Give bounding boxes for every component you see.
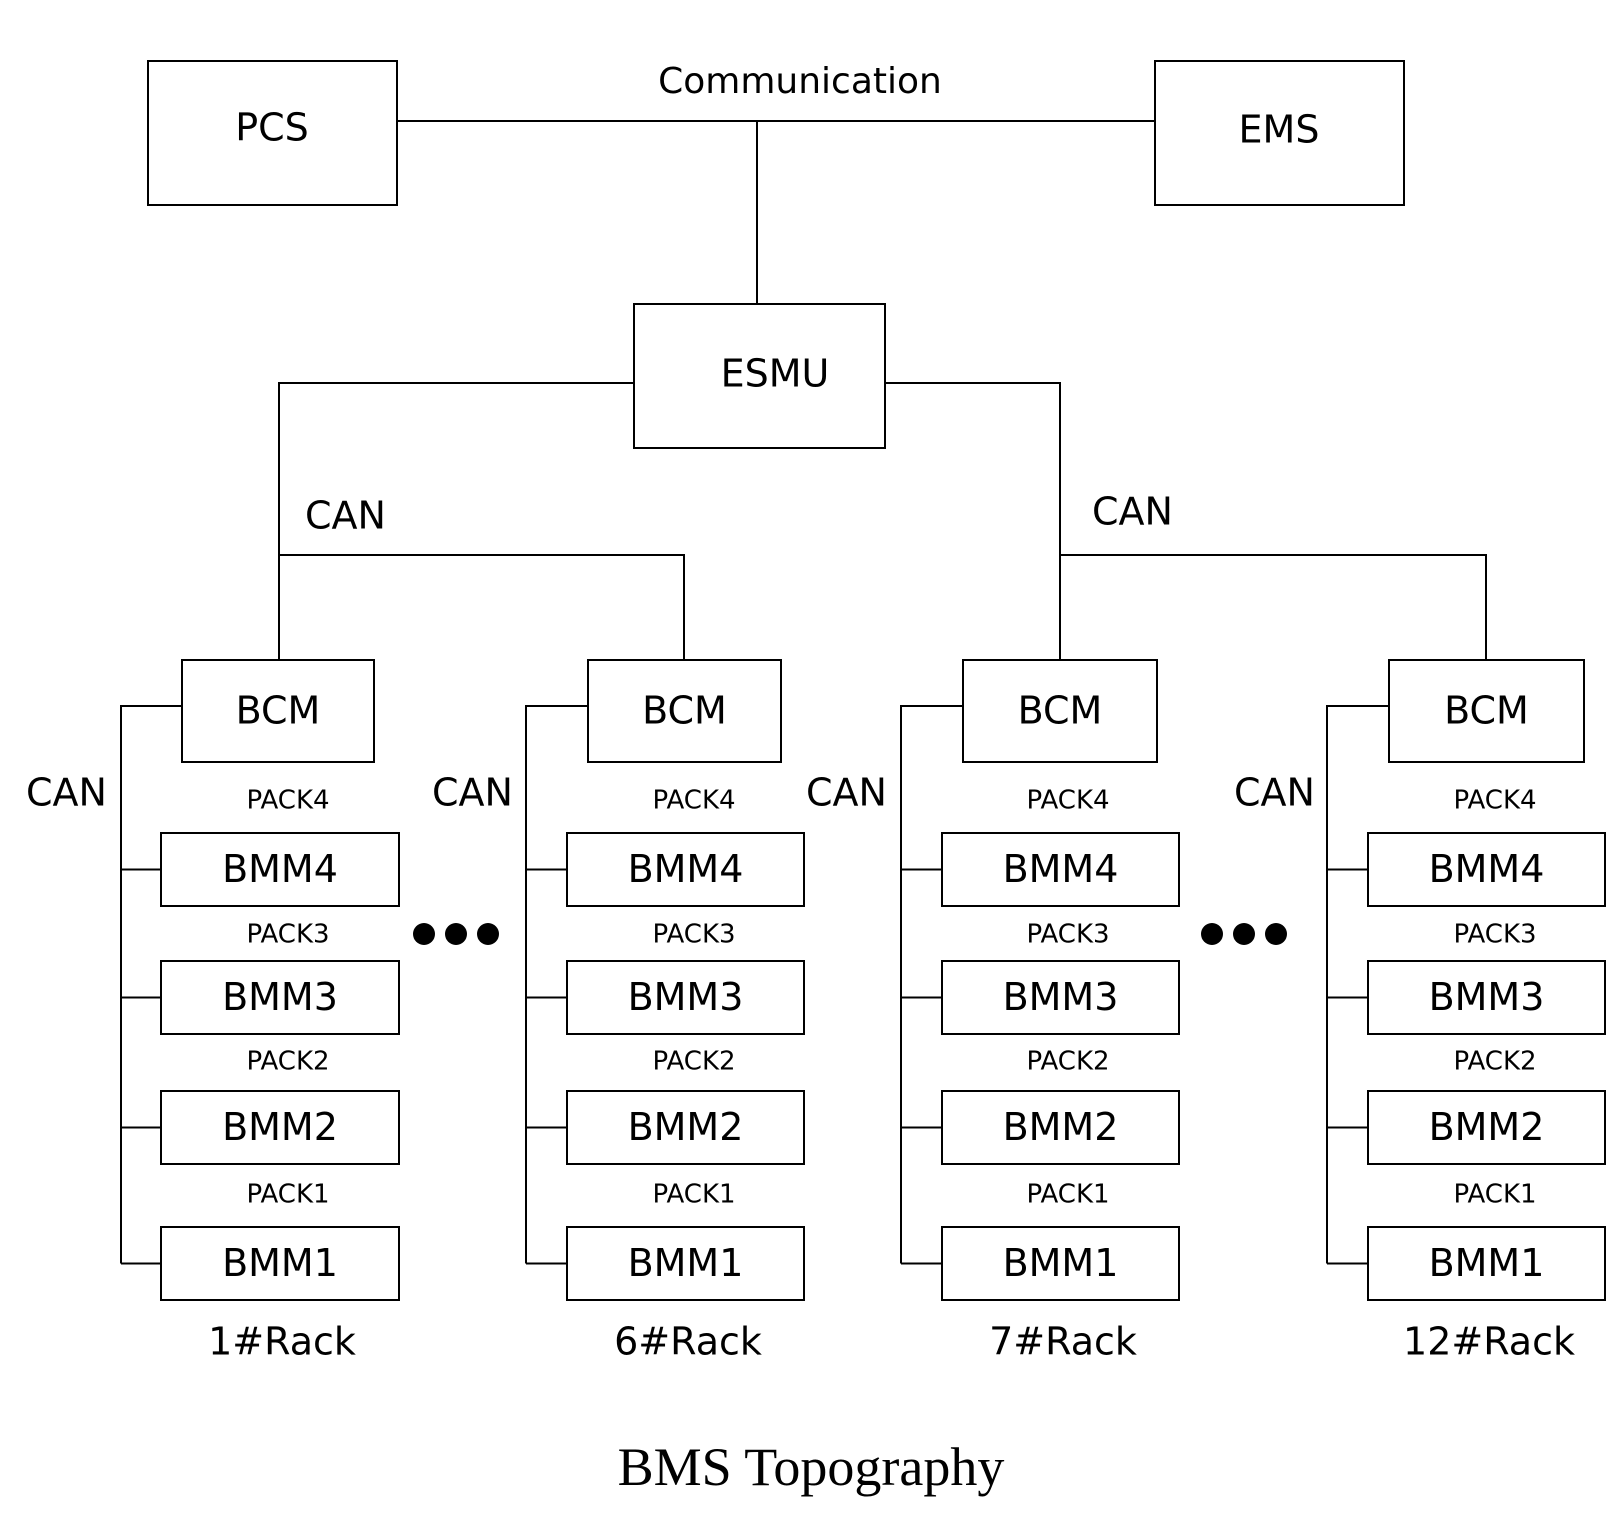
bmm-label: BMM3 (1429, 975, 1545, 1019)
bmm-label: BMM1 (1003, 1241, 1119, 1285)
rack-name-label: 1#Rack (208, 1320, 356, 1364)
ellipsis-left (413, 923, 499, 945)
ellipsis-dot (477, 923, 499, 945)
bmm-node: BMM3 (566, 960, 805, 1035)
bmm-node: BMM4 (566, 832, 805, 907)
bmm-node: BMM2 (941, 1090, 1180, 1165)
bmm-label: BMM4 (1003, 847, 1119, 891)
bmm-label: BMM2 (222, 1105, 338, 1149)
bmm-label: BMM3 (628, 975, 744, 1019)
ems-label: EMS (1239, 108, 1320, 152)
bmm-label: BMM2 (628, 1105, 744, 1149)
bmm-node: BMM1 (1367, 1226, 1606, 1301)
ems-node: EMS (1154, 60, 1405, 206)
esmu-label: ESMU (721, 352, 830, 396)
bmm-label: BMM1 (1429, 1241, 1545, 1285)
bmm-label: BMM4 (628, 847, 744, 891)
bmm-label: BMM1 (222, 1241, 338, 1285)
pack-label: PACK2 (652, 1047, 735, 1077)
pack-label: PACK1 (1453, 1180, 1536, 1210)
pcs-node: PCS (147, 60, 398, 206)
bmm-node: BMM4 (941, 832, 1180, 907)
ellipsis-dot (413, 923, 435, 945)
bmm-label: BMM2 (1429, 1105, 1545, 1149)
pack-label: PACK3 (246, 920, 329, 950)
can-bus-left (279, 554, 685, 660)
bcm-node: BCM (962, 659, 1158, 763)
pack-label: PACK2 (246, 1047, 329, 1077)
rack-can-bus (1326, 705, 1389, 1264)
bmm-node: BMM2 (1367, 1090, 1606, 1165)
bmm-node: BMM2 (160, 1090, 400, 1165)
pack-label: PACK4 (652, 786, 735, 816)
rack-can-label: CAN (26, 771, 107, 815)
bcm-label: BCM (1444, 689, 1529, 733)
bmm-node: BMM2 (566, 1090, 805, 1165)
bmm-node: BMM4 (1367, 832, 1606, 907)
pack-label: PACK3 (652, 920, 735, 950)
pack-label: PACK1 (246, 1180, 329, 1210)
bcm-label: BCM (1018, 689, 1103, 733)
pcs-label: PCS (235, 106, 309, 150)
bcm-label: BCM (642, 689, 727, 733)
rack-name-label: 6#Rack (614, 1320, 762, 1364)
bmm-node: BMM1 (566, 1226, 805, 1301)
pack-label: PACK1 (1026, 1180, 1109, 1210)
bmm-node: BMM3 (941, 960, 1180, 1035)
ellipsis-dot (1233, 923, 1255, 945)
rack-can-label: CAN (432, 771, 513, 815)
bmm-label: BMM3 (222, 975, 338, 1019)
bmm-label: BMM4 (222, 847, 338, 891)
pack-label: PACK4 (1453, 786, 1536, 816)
bmm-node: BMM4 (160, 832, 400, 907)
pack-label: PACK2 (1453, 1047, 1536, 1077)
rack-can-label: CAN (1234, 771, 1315, 815)
can-label-right: CAN (1092, 490, 1173, 534)
rack-can-bus (525, 705, 588, 1264)
bmm-node: BMM3 (160, 960, 400, 1035)
rack-can-label: CAN (806, 771, 887, 815)
pack-label: PACK2 (1026, 1047, 1109, 1077)
pack-label: PACK1 (652, 1180, 735, 1210)
can-label-left: CAN (305, 494, 386, 538)
esmu-right-link (885, 382, 1061, 660)
pack-label: PACK3 (1453, 920, 1536, 950)
bmm-label: BMM3 (1003, 975, 1119, 1019)
bcm-label: BCM (236, 689, 321, 733)
pack-label: PACK3 (1026, 920, 1109, 950)
ellipsis-dot (1265, 923, 1287, 945)
bmm-label: BMM1 (628, 1241, 744, 1285)
bcm-node: BCM (181, 659, 375, 763)
bmm-node: BMM1 (160, 1226, 400, 1301)
bmm-label: BMM2 (1003, 1105, 1119, 1149)
ellipsis-dot (1201, 923, 1223, 945)
esmu-node: ESMU (633, 303, 886, 449)
rack-can-bus (120, 705, 182, 1264)
rack-name-label: 7#Rack (989, 1320, 1137, 1364)
bcm-node: BCM (1388, 659, 1585, 763)
can-bus-right (1060, 554, 1487, 660)
bmm-node: BMM3 (1367, 960, 1606, 1035)
bmm-node: BMM1 (941, 1226, 1180, 1301)
rack-name-label: 12#Rack (1403, 1320, 1575, 1364)
pack-label: PACK4 (246, 786, 329, 816)
ellipsis-right (1201, 923, 1287, 945)
diagram-caption: BMS Topography (617, 1437, 1005, 1497)
bcm-node: BCM (587, 659, 782, 763)
bmm-label: BMM4 (1429, 847, 1545, 891)
rack-can-bus (900, 705, 963, 1264)
communication-label: Communication (658, 61, 942, 102)
esmu-left-link (278, 382, 634, 660)
ellipsis-dot (445, 923, 467, 945)
pack-label: PACK4 (1026, 786, 1109, 816)
